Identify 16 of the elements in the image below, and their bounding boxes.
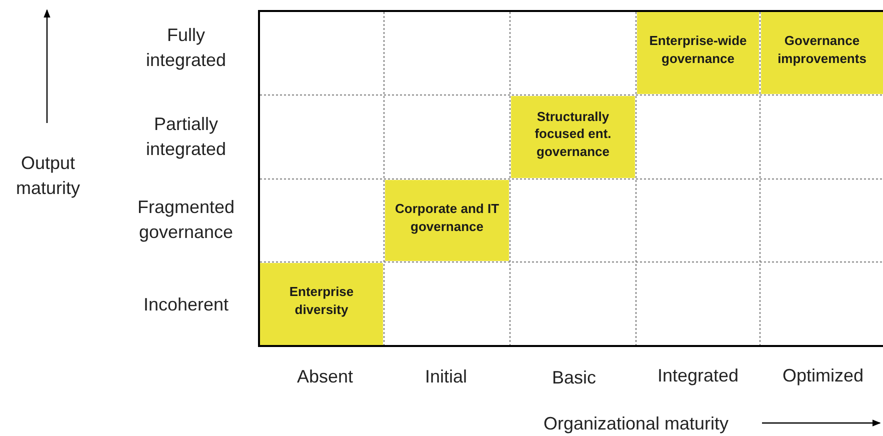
axis-label: Incoherent [142,293,230,316]
axis-label: Integrated [656,364,740,388]
axis-label: Organizational maturity [542,412,730,436]
axis-label: Initial [424,365,468,388]
maturity-cell: Enterprise-wide governance [637,12,759,94]
axis-label: Partially integrated [144,112,228,161]
axis-label: Basic [550,366,597,390]
maturity-cell: Corporate and IT governance [385,180,509,261]
axis-label: Optimized [781,364,865,388]
axis-label: Fully integrated [144,24,228,72]
axis-label: Fragmented governance [136,196,236,244]
maturity-cell: Governance improvements [761,12,883,94]
axis-label: Output maturity [14,152,81,200]
maturity-cell: Structurally focused ent. governance [511,96,635,178]
axis-label: Absent [296,365,354,388]
maturity-cell: Enterprise diversity [260,263,383,345]
